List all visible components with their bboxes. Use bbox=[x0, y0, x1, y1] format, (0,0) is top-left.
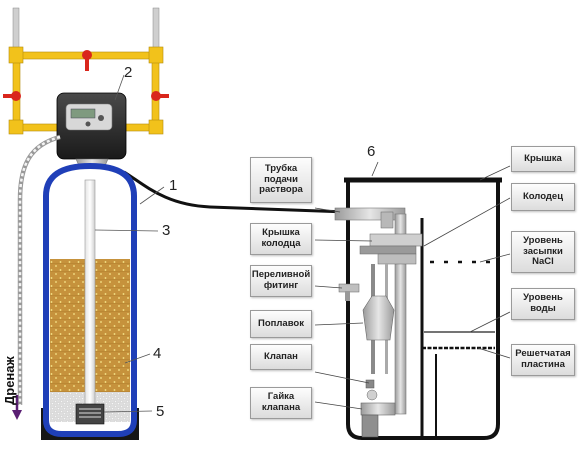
drain-hose bbox=[17, 134, 61, 405]
number-leaders bbox=[94, 74, 165, 413]
label-number-2: 2 bbox=[124, 64, 133, 81]
label-number-1: 1 bbox=[169, 177, 178, 194]
callout-grid-plate: Решетчатая пластина bbox=[511, 344, 575, 376]
callout-valve-nut: Гайка клапана bbox=[250, 387, 312, 419]
valve-nut bbox=[360, 402, 396, 416]
riser-tube bbox=[84, 179, 96, 409]
well-cover bbox=[369, 233, 423, 247]
drain-label: Дренаж bbox=[2, 356, 17, 405]
callout-well-cover: Крышка колодца bbox=[250, 223, 312, 255]
callout-supply-tube: Трубка подачи раствора bbox=[250, 157, 312, 203]
callout-float: Поплавок bbox=[250, 310, 312, 338]
callout-overflow-fitting: Переливной фитинг bbox=[250, 265, 312, 297]
callout-leaders bbox=[314, 161, 511, 410]
callout-water-level: Уровень воды bbox=[511, 288, 575, 320]
callout-salt-level: Уровень засыпки NaCl bbox=[511, 231, 575, 273]
callout-valve: Клапан bbox=[250, 344, 312, 370]
label-number-4: 4 bbox=[153, 345, 162, 362]
supply-tube bbox=[334, 207, 406, 221]
callout-lid: Крышка bbox=[511, 146, 575, 172]
brine-tank bbox=[334, 177, 502, 440]
label-number-3: 3 bbox=[162, 222, 171, 239]
brine-line bbox=[123, 170, 348, 214]
label-number-5: 5 bbox=[156, 403, 165, 420]
mineral-tank bbox=[41, 162, 139, 440]
shutoff-valves bbox=[3, 50, 169, 101]
label-number-6: 6 bbox=[367, 143, 376, 160]
float bbox=[362, 295, 395, 341]
distributor bbox=[75, 403, 105, 425]
callout-well: Колодец bbox=[511, 183, 575, 211]
valve bbox=[365, 379, 375, 389]
